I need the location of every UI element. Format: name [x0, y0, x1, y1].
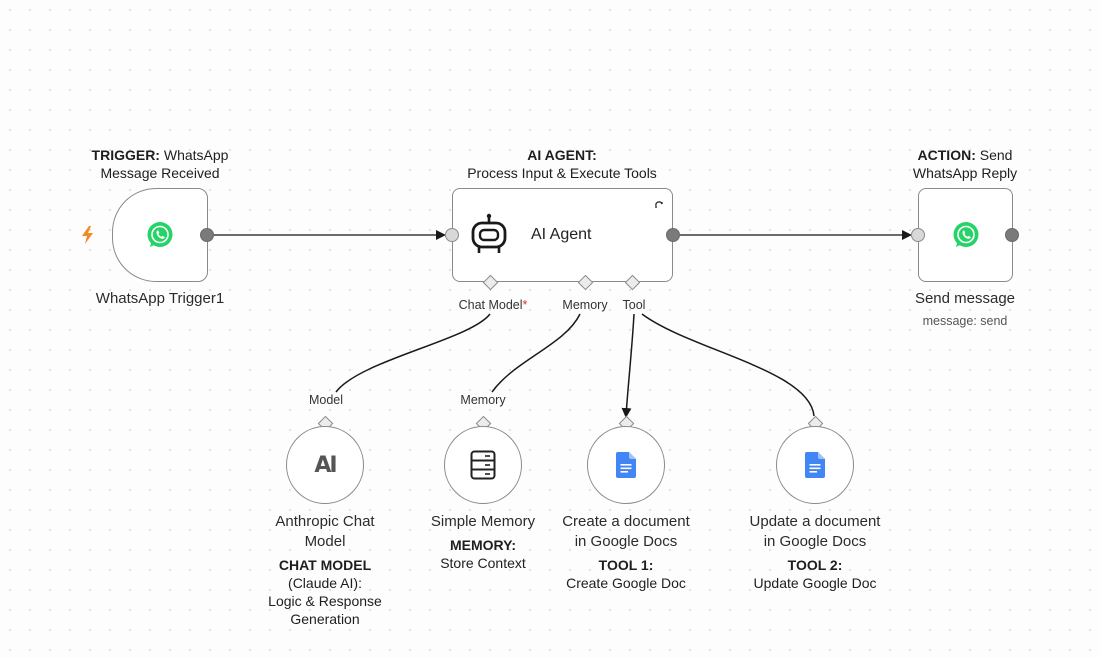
update-document-label-line2: in Google Docs [763, 533, 867, 550]
send-message-label: Send message [914, 290, 1016, 307]
action-annotation-line2: WhatsApp Reply [912, 165, 1018, 181]
connection-memory [491, 313, 581, 393]
trigger-node-label: WhatsApp Trigger1 [95, 290, 225, 307]
send-message-subtitle: message: send [922, 314, 1008, 328]
send-message-node[interactable] [918, 188, 1013, 282]
create-document-label: Create a document in Google Docs [541, 512, 711, 552]
create-document-label-line1: Create a document [562, 513, 690, 530]
model-port-label: Model [308, 393, 344, 407]
memory-port-label: Memory [562, 298, 608, 312]
google-docs-icon [616, 452, 636, 478]
whatsapp-icon [952, 221, 980, 249]
update-document-label: Update a document in Google Docs [725, 512, 905, 552]
memory-annot-line1: MEMORY: [449, 537, 517, 553]
memory-sub-port-label: Memory [460, 393, 506, 407]
trigger-annotation-line2: Message Received [100, 165, 220, 181]
agent-input-handle[interactable] [445, 228, 459, 242]
chat-model-annotation: CHAT MODEL (Claude AI): Logic & Response… [236, 556, 414, 628]
tool2-annot-line1: TOOL 2: [787, 557, 843, 573]
simple-memory-node[interactable] [444, 426, 522, 504]
agent-output-handle[interactable] [666, 228, 680, 242]
chat-model-port-label: Chat Model* [448, 296, 538, 314]
google-docs-icon [805, 452, 825, 478]
chat-model-port-text: Chat Model [458, 298, 523, 312]
required-mark: * [522, 298, 528, 312]
chat-model-annot-line4: Generation [290, 611, 360, 627]
tool2-annot-line2: Update Google Doc [753, 575, 877, 591]
whatsapp-trigger-node[interactable] [112, 188, 208, 282]
send-input-handle[interactable] [911, 228, 925, 242]
send-output-handle[interactable] [1005, 228, 1019, 242]
anthropic-node-label: Anthropic Chat Model [246, 512, 404, 552]
action-annotation-bold: ACTION: [917, 147, 976, 163]
agent-annotation: AI AGENT: Process Input & Execute Tools [432, 146, 692, 182]
agent-annotation-line2: Process Input & Execute Tools [467, 165, 657, 181]
action-annotation: ACTION: Send WhatsApp Reply [880, 146, 1050, 182]
chat-model-annot-line3: Logic & Response [268, 593, 382, 609]
connection-tool1 [621, 313, 635, 418]
whatsapp-icon [146, 221, 174, 249]
trigger-output-handle[interactable] [200, 228, 214, 242]
memory-annotation: MEMORY: Store Context [413, 536, 553, 572]
tool2-annotation: TOOL 2: Update Google Doc [725, 556, 905, 592]
tool1-annot-line1: TOOL 1: [598, 557, 654, 573]
connection-tool2 [641, 313, 815, 417]
tool1-annot-line2: Create Google Doc [566, 575, 686, 591]
ai-agent-label: AI Agent [531, 226, 592, 243]
update-document-label-line1: Update a document [749, 513, 881, 530]
trigger-annotation-rest: WhatsApp [163, 147, 229, 163]
anthropic-icon: AI [314, 452, 337, 478]
ai-agent-node[interactable]: AI Agent [452, 188, 673, 282]
simple-memory-label: Simple Memory [430, 513, 536, 530]
chat-model-annot-line2: (Claude AI): [288, 575, 362, 591]
action-annotation-rest: Send [979, 147, 1013, 163]
database-icon [470, 450, 496, 480]
create-document-node[interactable] [587, 426, 665, 504]
tool-port-label: Tool [622, 298, 646, 312]
create-document-label-line2: in Google Docs [574, 533, 678, 550]
connection-chatmodel [335, 313, 491, 393]
memory-annot-line2: Store Context [440, 555, 526, 571]
trigger-annotation-bold: TRIGGER: [91, 147, 160, 163]
chat-model-annot-line1: CHAT MODEL [278, 557, 372, 573]
anthropic-chat-model-node[interactable]: AI [286, 426, 364, 504]
update-document-node[interactable] [776, 426, 854, 504]
tool1-annotation: TOOL 1: Create Google Doc [541, 556, 711, 592]
anthropic-label-line2: Model [304, 533, 346, 550]
robot-icon [469, 213, 509, 259]
lightning-bolt-icon [80, 226, 96, 244]
anthropic-label-line1: Anthropic Chat [275, 513, 375, 530]
agent-annotation-bold: AI AGENT: [527, 147, 597, 163]
agent-settings-icon[interactable] [654, 197, 664, 208]
trigger-annotation: TRIGGER: WhatsApp Message Received [60, 146, 260, 182]
